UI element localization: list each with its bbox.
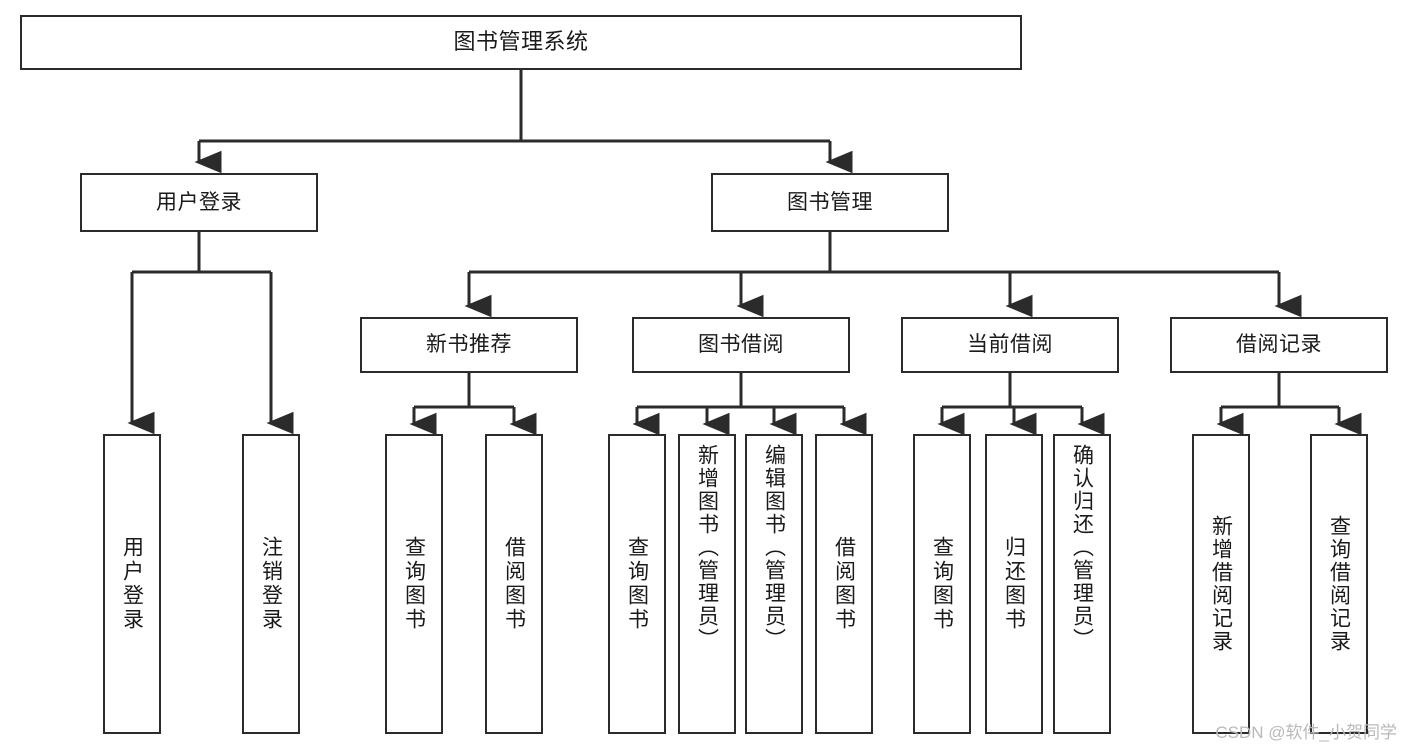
node-book-manage[interactable]: 图书管理 <box>711 173 949 232</box>
leaf-confirm-return-admin-label: 确认归还（管理员） <box>1070 444 1094 651</box>
leaf-query-book-current-label: 查询图书 <box>930 536 954 632</box>
leaf-logout-login[interactable]: 注销登录 <box>242 434 300 734</box>
leaf-borrow-book-borrow[interactable]: 借阅图书 <box>815 434 873 734</box>
leaf-add-borrow-record-label: 新增借阅记录 <box>1209 515 1233 653</box>
node-root-system-label: 图书管理系统 <box>453 29 589 55</box>
leaf-user-login[interactable]: 用户登录 <box>103 434 161 734</box>
csdn-watermark: CSDN @软件_小贺同学 <box>1215 723 1397 742</box>
leaf-add-book-admin-label: 新增图书（管理员） <box>695 444 719 651</box>
leaf-borrow-book-recommend[interactable]: 借阅图书 <box>485 434 543 734</box>
leaf-add-borrow-record[interactable]: 新增借阅记录 <box>1192 434 1250 734</box>
node-book-manage-label: 图书管理 <box>787 190 873 214</box>
node-current-borrow[interactable]: 当前借阅 <box>901 317 1119 373</box>
leaf-query-borrow-record[interactable]: 查询借阅记录 <box>1310 434 1368 734</box>
leaf-return-book[interactable]: 归还图书 <box>985 434 1043 734</box>
leaf-query-borrow-record-label: 查询借阅记录 <box>1327 515 1351 653</box>
leaf-user-login-label: 用户登录 <box>120 536 144 632</box>
node-user-login[interactable]: 用户登录 <box>80 173 318 232</box>
node-borrow-record[interactable]: 借阅记录 <box>1170 317 1388 373</box>
leaf-borrow-book-borrow-label: 借阅图书 <box>832 536 856 632</box>
node-new-book-recommend[interactable]: 新书推荐 <box>360 317 578 373</box>
leaf-query-book-borrow-label: 查询图书 <box>625 536 649 632</box>
node-book-borrow-label: 图书借阅 <box>698 333 784 357</box>
leaf-add-book-admin[interactable]: 新增图书（管理员） <box>678 434 736 734</box>
leaf-query-book-recommend[interactable]: 查询图书 <box>385 434 443 734</box>
node-current-borrow-label: 当前借阅 <box>967 333 1053 357</box>
leaf-return-book-label: 归还图书 <box>1002 536 1026 632</box>
leaf-confirm-return-admin[interactable]: 确认归还（管理员） <box>1053 434 1111 734</box>
node-borrow-record-label: 借阅记录 <box>1236 333 1322 357</box>
leaf-query-book-current[interactable]: 查询图书 <box>913 434 971 734</box>
leaf-edit-book-admin[interactable]: 编辑图书（管理员） <box>745 434 803 734</box>
leaf-logout-login-label: 注销登录 <box>259 536 283 632</box>
node-book-borrow[interactable]: 图书借阅 <box>632 317 850 373</box>
leaf-borrow-book-recommend-label: 借阅图书 <box>502 536 526 632</box>
leaf-edit-book-admin-label: 编辑图书（管理员） <box>762 444 786 651</box>
leaf-query-book-borrow[interactable]: 查询图书 <box>608 434 666 734</box>
node-user-login-label: 用户登录 <box>156 190 242 214</box>
leaf-query-book-recommend-label: 查询图书 <box>402 536 426 632</box>
node-root-system[interactable]: 图书管理系统 <box>20 15 1022 70</box>
node-new-book-recommend-label: 新书推荐 <box>426 333 512 357</box>
